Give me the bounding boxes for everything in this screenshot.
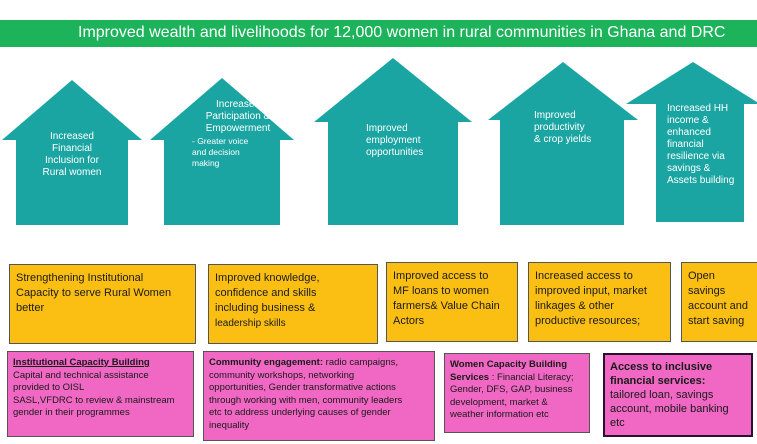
- arrow-label-productivity: Improved productivity & crop yields: [534, 110, 592, 145]
- activity-box-women-capacity-building: Women Capacity Building Services : Finan…: [444, 353, 590, 433]
- outcome-box-savings: Open savings account and start saving: [681, 262, 757, 342]
- activity-heading: Institutional Capacity Building: [13, 357, 150, 368]
- arrow-employment: [314, 58, 472, 225]
- activity-heading: Community engagement:: [209, 357, 324, 368]
- arrow-label-participation: Increased Participation & Empowerment - …: [192, 99, 284, 169]
- arrow-participation-empowerment: [150, 78, 294, 225]
- outcome-box-inputs-markets: Increased access to improved input, mark…: [528, 262, 671, 342]
- outcome-box-knowledge-skills: Improved knowledge, confidence and skill…: [208, 264, 378, 344]
- arrow-sublabel-participation: - Greater voice and decision making: [192, 136, 249, 168]
- goal-title: Improved wealth and livelihoods for 12,0…: [78, 24, 726, 41]
- arrow-label-financial-inclusion: Increased Financial Inclusion for Rural …: [42, 131, 102, 178]
- activity-box-community-engagement: Community engagement: radio campaigns, c…: [203, 351, 435, 441]
- goal-banner: Improved wealth and livelihoods for 12,0…: [0, 20, 757, 47]
- outcome-box-mf-loans: Improved access to MF loans to women far…: [386, 262, 518, 342]
- activity-heading: Access to inclusive: [610, 361, 713, 373]
- arrow-label-hh-income: Increased HH income & enhanced financial…: [667, 103, 735, 186]
- activity-box-institutional-capacity: Institutional Capacity Building Capital …: [7, 351, 194, 437]
- arrow-financial-inclusion: [2, 80, 142, 225]
- activity-heading: Women Capacity Building: [450, 359, 568, 370]
- arrow-productivity: [488, 62, 638, 225]
- arrow-label-employment: Improved employment opportunities: [366, 123, 424, 158]
- activity-box-financial-services: Access to inclusive financial services: …: [603, 353, 753, 437]
- arrow-hh-income: [626, 62, 757, 222]
- outcome-box-institutional-capacity: Strengthening Institutional Capacity to …: [9, 264, 196, 344]
